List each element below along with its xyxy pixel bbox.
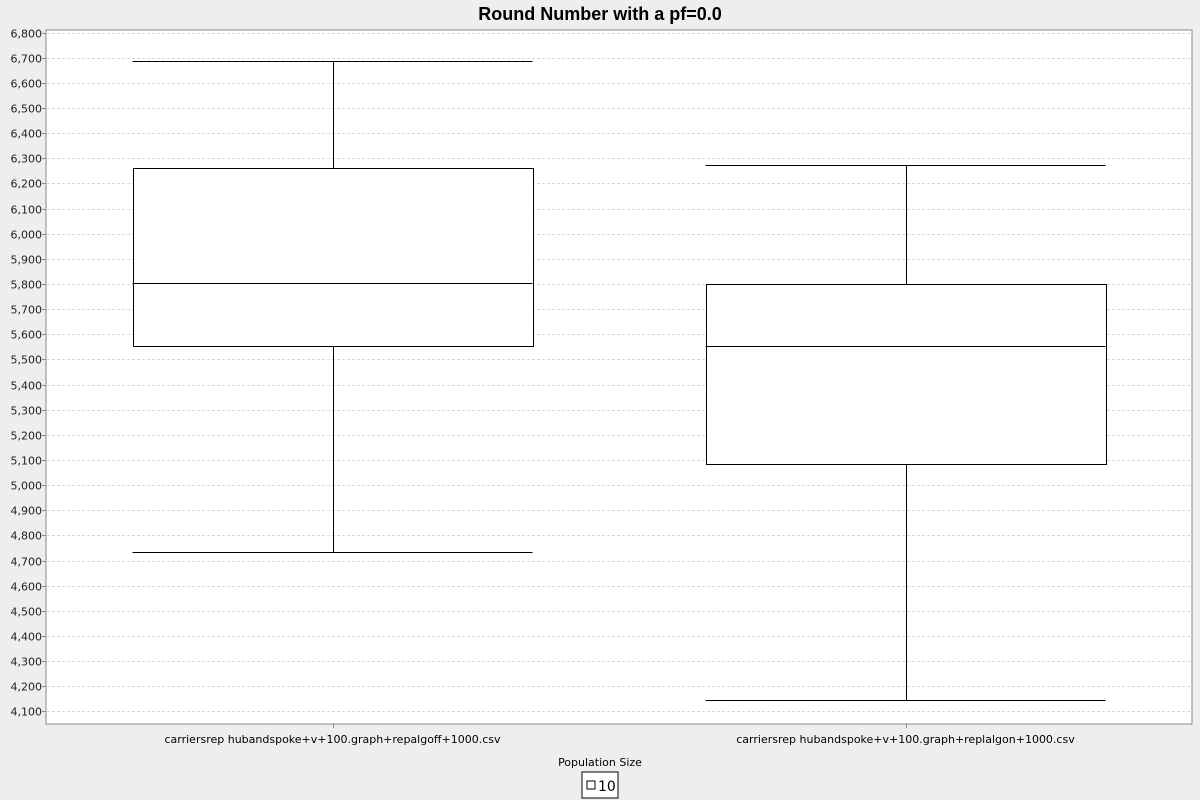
x-axis: carriersrep hubandspoke+v+100.graph+repa… [164, 724, 1075, 746]
y-tick-label: 4,400 [11, 631, 43, 644]
y-tick-label: 4,200 [11, 681, 43, 694]
y-tick-label: 6,400 [11, 128, 43, 141]
iqr-box [133, 168, 534, 347]
legend-title: Population Size [558, 756, 642, 769]
y-tick-label: 5,500 [11, 354, 43, 367]
y-tick-label: 5,000 [11, 480, 43, 493]
legend-entry-label: 10 [598, 779, 616, 795]
y-tick-label: 4,300 [11, 656, 43, 669]
y-tick-label: 5,900 [11, 254, 43, 267]
y-tick-label: 6,200 [11, 178, 43, 191]
y-tick-label: 4,100 [11, 706, 43, 719]
y-tick-label: 5,400 [11, 380, 43, 393]
y-tick-label: 5,100 [11, 455, 43, 468]
y-tick-label: 6,800 [11, 28, 43, 41]
legend-swatch [586, 780, 596, 790]
iqr-box [706, 284, 1107, 465]
x-category-label: carriersrep hubandspoke+v+100.graph+repa… [164, 733, 501, 746]
y-tick-label: 4,600 [11, 581, 43, 594]
y-tick-label: 4,800 [11, 530, 43, 543]
y-tick-label: 4,900 [11, 505, 43, 518]
box-2 [705, 165, 1107, 701]
y-tick-label: 6,500 [11, 103, 43, 116]
legend: Population Size 10 [558, 756, 642, 799]
y-tick-label: 5,600 [11, 329, 43, 342]
y-tick-label: 6,700 [11, 53, 43, 66]
y-tick-label: 5,200 [11, 430, 43, 443]
y-axis: 4,100 4,200 4,300 4,400 4,500 4,600 4,700 4,800… [11, 28, 46, 719]
y-tick-label: 6,300 [11, 153, 43, 166]
y-tick-label: 6,100 [11, 204, 43, 217]
y-tick-label: 4,500 [11, 606, 43, 619]
y-tick-label: 6,000 [11, 229, 43, 242]
y-tick-label: 5,800 [11, 279, 43, 292]
box-1 [132, 61, 534, 553]
boxes [132, 61, 1107, 701]
y-tick-label: 4,700 [11, 556, 43, 569]
grid-lines [47, 33, 1191, 712]
chart-title: Round Number with a pf=0.0 [478, 4, 722, 24]
y-tick-label: 6,600 [11, 78, 43, 91]
x-category-label: carriersrep hubandspoke+v+100.graph+repl… [736, 733, 1075, 746]
y-tick-label: 5,300 [11, 405, 43, 418]
y-tick-label: 5,700 [11, 304, 43, 317]
